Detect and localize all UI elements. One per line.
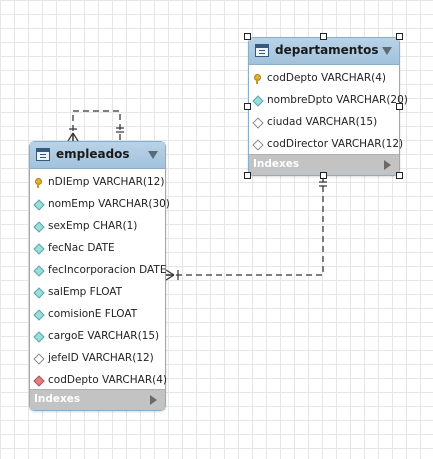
column-label: nDIEmp VARCHAR(12): [48, 176, 165, 188]
one-marker: [116, 127, 124, 133]
not-null-column-icon: [253, 96, 262, 105]
resize-handle-middle-right[interactable]: [396, 103, 403, 110]
column-label: fecIncorporacion DATE: [48, 264, 167, 276]
resize-handle-top-middle[interactable]: [320, 33, 327, 40]
column-list: codDepto VARCHAR(4) nombreDpto VARCHAR(2…: [249, 65, 408, 155]
indexes-label: Indexes: [253, 158, 300, 170]
table-icon: [36, 148, 50, 161]
one-marker-fk: [319, 181, 327, 187]
table-header[interactable]: departamentos: [249, 38, 399, 65]
column-row[interactable]: fecIncorporacion DATE: [30, 259, 167, 281]
column-label: ciudad VARCHAR(15): [267, 116, 378, 128]
primary-key-icon: [34, 177, 43, 188]
column-row[interactable]: fecNac DATE: [30, 237, 165, 259]
not-null-column-icon: [34, 310, 43, 319]
not-null-column-icon: [34, 266, 43, 275]
column-row[interactable]: codDepto VARCHAR(4): [249, 67, 399, 89]
column-label: cargoE VARCHAR(15): [48, 330, 160, 342]
column-row[interactable]: nombreDpto VARCHAR(20): [249, 89, 408, 111]
column-label: nomEmp VARCHAR(30): [48, 198, 170, 210]
resize-handle-bottom-middle[interactable]: [320, 172, 327, 179]
column-label: codDepto VARCHAR(4): [48, 374, 167, 386]
column-label: comisionE FLOAT: [48, 308, 138, 320]
indexes-bar[interactable]: Indexes: [30, 389, 165, 410]
expand-icon[interactable]: [384, 160, 391, 170]
not-null-column-icon: [34, 222, 43, 231]
crowfoot-many-marker-fk: [165, 269, 179, 281]
column-row[interactable]: codDirector VARCHAR(12): [249, 133, 403, 155]
table-title: departamentos: [275, 43, 379, 57]
foreign-key-icon: [34, 376, 43, 385]
column-row[interactable]: sexEmp CHAR(1): [30, 215, 165, 237]
table-departamentos[interactable]: departamentos codDepto VARCHAR(4) nombre…: [248, 37, 408, 176]
column-row[interactable]: salEmp FLOAT: [30, 281, 165, 303]
column-row[interactable]: jefeID VARCHAR(12): [30, 347, 165, 369]
column-label: sexEmp CHAR(1): [48, 220, 138, 232]
column-row[interactable]: nomEmp VARCHAR(30): [30, 193, 170, 215]
nullable-column-icon: [34, 354, 43, 363]
resize-handle-top-right[interactable]: [396, 33, 403, 40]
empleados-departamentos-relationship-line[interactable]: [166, 179, 324, 276]
column-label: jefeID VARCHAR(12): [48, 352, 154, 364]
column-row[interactable]: codDepto VARCHAR(4): [30, 369, 167, 391]
column-label: codDirector VARCHAR(12): [267, 138, 404, 150]
indexes-label: Indexes: [34, 393, 81, 405]
not-null-column-icon: [34, 332, 43, 341]
column-label: fecNac DATE: [48, 242, 115, 254]
crowfoot-many-marker: [67, 128, 79, 142]
column-row[interactable]: comisionE FLOAT: [30, 303, 165, 325]
self-relationship-line[interactable]: [72, 110, 121, 141]
collapse-icon[interactable]: [148, 151, 158, 159]
resize-handle-top-left[interactable]: [244, 33, 251, 40]
column-label: salEmp FLOAT: [48, 286, 123, 298]
column-row[interactable]: cargoE VARCHAR(15): [30, 325, 165, 347]
column-label: codDepto VARCHAR(4): [267, 72, 386, 84]
nullable-column-icon: [253, 118, 262, 127]
indexes-bar[interactable]: Indexes: [249, 154, 399, 175]
table-empleados[interactable]: empleados nDIEmp VARCHAR(12) nomEmp VARC…: [29, 141, 170, 411]
column-list: nDIEmp VARCHAR(12) nomEmp VARCHAR(30) se…: [30, 169, 170, 391]
table-header[interactable]: empleados: [30, 142, 165, 169]
not-null-column-icon: [34, 288, 43, 297]
column-row[interactable]: nDIEmp VARCHAR(12): [30, 171, 165, 193]
resize-handle-bottom-left[interactable]: [244, 172, 251, 179]
collapse-icon[interactable]: [382, 47, 392, 55]
resize-handle-middle-left[interactable]: [244, 103, 251, 110]
column-row[interactable]: ciudad VARCHAR(15): [249, 111, 399, 133]
nullable-column-icon: [253, 140, 262, 149]
primary-key-icon: [253, 73, 262, 84]
table-icon: [255, 44, 269, 57]
not-null-column-icon: [34, 244, 43, 253]
expand-icon[interactable]: [150, 395, 157, 405]
column-label: nombreDpto VARCHAR(20): [267, 94, 408, 106]
not-null-column-icon: [34, 200, 43, 209]
resize-handle-bottom-right[interactable]: [396, 172, 403, 179]
table-title: empleados: [56, 147, 130, 161]
